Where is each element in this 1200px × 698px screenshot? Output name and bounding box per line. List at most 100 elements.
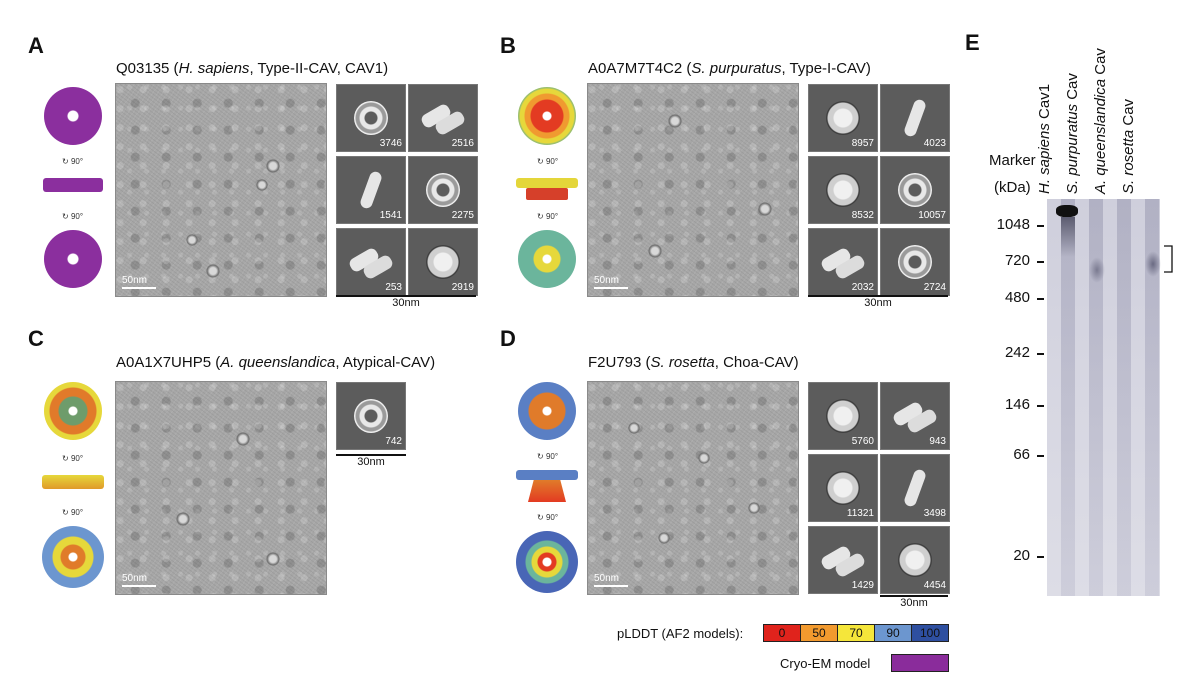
gel-unit-label: (kDa): [994, 179, 1031, 196]
panel-b-id: A0A7M7T4C2: [588, 60, 683, 77]
scalebar-30nm-d: 30nm: [880, 595, 948, 609]
af2-model-bottom-view: [516, 531, 578, 593]
particle-count: 2919: [451, 282, 474, 293]
particle-count: 1429: [851, 580, 874, 591]
panel-c-id: A0A1X7UHP5: [116, 354, 212, 371]
gel-tick-mark: [1037, 298, 1044, 300]
class-average-tile: 253: [336, 228, 406, 296]
gel-lane-label: S. purpuratus Cav: [1064, 73, 1081, 194]
class-average-tile: 1429: [808, 526, 878, 594]
panel-d-species: S. rosetta: [650, 354, 715, 371]
cryo-model-side-view: [43, 178, 103, 192]
plddt-bin: 0: [764, 625, 801, 641]
gel-marker-tick: 20: [1013, 547, 1030, 564]
panel-a-title: Q03135 (H. sapiens, Type-II-CAV, CAV1): [116, 60, 389, 77]
class-average-tile: 8957: [808, 84, 878, 152]
gel-tick-mark: [1037, 455, 1044, 457]
class-average-tile: 2032: [808, 228, 878, 296]
micrograph-a: 50nm: [115, 83, 327, 297]
class-average-tile: 3746: [336, 84, 406, 152]
particle-count: 5760: [851, 436, 874, 447]
rotate-90-icon: ↻ 90°: [62, 454, 84, 463]
class-average-tile: 2275: [408, 156, 478, 224]
particle-count: 10057: [918, 210, 946, 221]
af2-model-side-stalk: [528, 480, 566, 502]
panel-label-c: C: [28, 326, 44, 351]
particle-count: 253: [385, 282, 402, 293]
class-average-tile: 4023: [880, 84, 950, 152]
particle-count: 8532: [851, 210, 874, 221]
gel-band-hsap: [1056, 205, 1078, 217]
rotate-90-icon: ↻ 90°: [537, 513, 559, 522]
class-average-tile: 5760: [808, 382, 878, 450]
panel-c-species: A. queenslandica: [220, 354, 336, 371]
af2-model-top-view: [518, 87, 576, 145]
rotate-90-icon: ↻ 90°: [537, 212, 559, 221]
particle-count: 2516: [451, 138, 474, 149]
panel-d-title: F2U793 (S. rosetta, Choa-CAV): [588, 354, 799, 371]
panel-label-e: E: [965, 30, 980, 55]
micrograph-d: 50nm: [587, 381, 799, 595]
rotate-90-icon: ↻ 90°: [62, 508, 84, 517]
panel-d-id: F2U793: [588, 354, 642, 371]
gel-marker-tick: 66: [1013, 446, 1030, 463]
gel-tick-mark: [1037, 405, 1044, 407]
plddt-legend-label: pLDDT (AF2 models):: [617, 626, 744, 641]
gel-lane-label: A. queenslandica Cav: [1092, 48, 1109, 194]
scalebar-30nm-b: 30nm: [808, 295, 948, 309]
plddt-bin: 50: [801, 625, 838, 641]
particle-count: 8957: [851, 138, 874, 149]
rotate-90-icon: ↻ 90°: [62, 212, 84, 221]
gel-lane-label: H. sapiens Cav1: [1036, 83, 1053, 194]
gel-marker-tick: 146: [1004, 396, 1030, 413]
panel-b-title: A0A7M7T4C2 (S. purpuratus, Type-I-CAV): [588, 60, 871, 77]
scalebar-label: 50nm: [594, 275, 620, 286]
particle-count: 3498: [923, 508, 946, 519]
particle-count: 11321: [846, 508, 874, 519]
micrograph-b: 50nm: [587, 83, 799, 297]
micrograph-c: 50nm: [115, 381, 327, 595]
gel-band-sros: [1145, 251, 1161, 277]
gel-marker-tick: 480: [1004, 289, 1030, 306]
gel-tick-mark: [1037, 556, 1044, 558]
class-average-tile: 943: [880, 382, 950, 450]
gel-marker-label: Marker: [989, 152, 1036, 169]
particle-count: 2032: [851, 282, 874, 293]
panel-c-title: A0A1X7UHP5 (A. queenslandica, Atypical-C…: [116, 354, 436, 371]
af2-model-top-view: [518, 382, 576, 440]
plddt-bin: 70: [838, 625, 875, 641]
particle-count: 742: [385, 436, 402, 447]
panel-b-rest: , Type-I-CAV): [781, 60, 871, 77]
particle-count: 943: [929, 436, 946, 447]
class-average-tile: 742: [336, 382, 406, 450]
cryo-model-bottom-view: [44, 230, 102, 288]
gel-image: [1047, 199, 1161, 596]
panel-a-rest: , Type-II-CAV, CAV1): [249, 60, 389, 77]
gel-tick-mark: [1037, 353, 1044, 355]
cryo-color-swatch: [891, 654, 949, 672]
particle-count: 4454: [923, 580, 946, 591]
gel-smear-hsap: [1061, 217, 1075, 257]
particle-count: 4023: [923, 138, 946, 149]
panel-a-species: H. sapiens: [178, 60, 250, 77]
class-average-tile: 11321: [808, 454, 878, 522]
rotate-90-icon: ↻ 90°: [537, 452, 559, 461]
scalebar-label: 50nm: [122, 573, 148, 584]
plddt-bin: 100: [912, 625, 948, 641]
panel-b-species: S. purpuratus: [691, 60, 782, 77]
scalebar-30nm-a: 30nm: [336, 295, 476, 309]
class-average-tile: 3498: [880, 454, 950, 522]
gel-marker-tick: 1048: [996, 216, 1030, 233]
panel-d-rest: , Choa-CAV): [714, 354, 799, 371]
plddt-bin: 90: [875, 625, 912, 641]
scalebar-label: 50nm: [122, 275, 148, 286]
af2-model-side-view: [516, 178, 578, 188]
class-average-tile: 4454: [880, 526, 950, 594]
af2-model-side-view: [42, 475, 104, 489]
af2-model-bottom-view: [518, 230, 576, 288]
panel-c-rest: , Atypical-CAV): [335, 354, 436, 371]
particle-count: 3746: [379, 138, 402, 149]
panel-label-d: D: [500, 326, 516, 351]
gel-tick-mark: [1037, 225, 1044, 227]
